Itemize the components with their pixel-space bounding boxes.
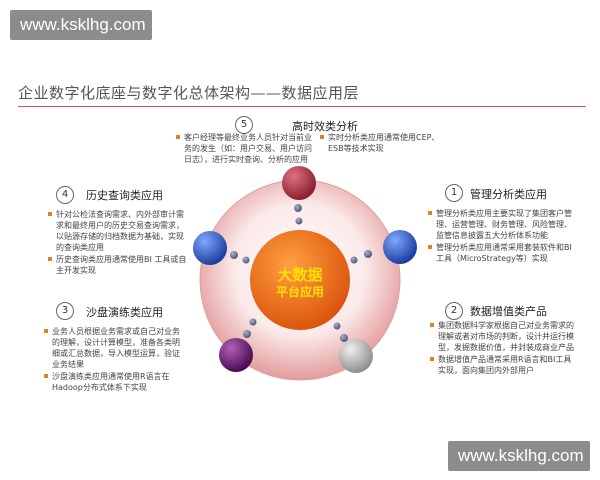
section-title-sandbox: 沙盘演练类应用: [86, 306, 163, 319]
center-label-line1: 大数据: [277, 266, 323, 284]
connector-dot: [295, 217, 303, 225]
sphere-value-added: [339, 339, 373, 373]
connector-dot: [249, 318, 257, 326]
connector-dot: [230, 251, 238, 259]
list-item: 业务人员根据业务需求或自己对业务的理解，设计计算模型，准备各类明细或汇总数据，导…: [44, 326, 186, 370]
sphere-realtime: [282, 166, 316, 200]
page-title: 企业数字化底座与数字化总体架构——数据应用层: [18, 84, 360, 102]
connector-dot: [340, 334, 348, 342]
watermark-top: www.ksklhg.com: [10, 10, 152, 40]
list-item: 管理分析类应用通常采用套装软件和BI工具（MicroStrategy等）实现: [428, 242, 578, 264]
list-item: 管理分析类应用主要实现了集团客户管理、运营管理、财务管理、风险管理、监管信息披露…: [428, 208, 578, 241]
section-number-4: 4: [56, 186, 74, 204]
list-item: 数据增值产品通常采用R语言和BI工具实现，面向集团内外部用户: [430, 354, 578, 376]
connector-dot: [242, 256, 250, 264]
sandbox-bullets: 业务人员根据业务需求或自己对业务的理解，设计计算模型，准备各类明细或汇总数据，导…: [44, 326, 186, 394]
connector-dot: [243, 330, 251, 338]
connector-dot: [333, 322, 341, 330]
list-item: 实时分析类应用通常使用CEP、ESB等技术实现: [320, 132, 440, 154]
section-title-history: 历史查询类应用: [86, 189, 163, 202]
section-title-realtime: 高时效类分析: [292, 120, 358, 133]
connector-dot: [294, 204, 302, 212]
list-item: 集团数据科学家根据自己对业务需求的理解或者对市场的判断，设计并运行模型，发掘数据…: [430, 320, 578, 353]
sphere-sandbox: [219, 338, 253, 372]
list-item: 历史查询类应用通常使用BI 工具或自主开发实现: [48, 254, 188, 276]
title-divider: [18, 106, 586, 107]
list-item: 沙盘演练类应用通常使用R语言在Hadoop分布式体系下实现: [44, 371, 186, 393]
section-number-5: 5: [235, 116, 253, 134]
section-number-2: 2: [445, 302, 463, 320]
realtime-bullets-left: 客户经理等最终业务人员针对当前业务的发生（如：用户交易、用户访问日志），进行实时…: [176, 132, 314, 166]
sphere-management: [383, 230, 417, 264]
sphere-history: [193, 231, 227, 265]
center-label-line2: 平台应用: [275, 285, 324, 299]
center-core: [250, 230, 350, 330]
section-number-3: 3: [56, 302, 74, 320]
connector-dot: [364, 250, 372, 258]
realtime-bullets-right: 实时分析类应用通常使用CEP、ESB等技术实现: [320, 132, 440, 155]
connector-dot: [350, 256, 358, 264]
section-title-value-added: 数据增值类产品: [470, 305, 547, 318]
watermark-bottom: www.ksklhg.com: [448, 441, 590, 471]
list-item: 客户经理等最终业务人员针对当前业务的发生（如：用户交易、用户访问日志），进行实时…: [176, 132, 314, 165]
section-number-1: 1: [445, 184, 463, 202]
history-bullets: 针对公检法查询需求、内外部审计需求和最终用户的历史交易查询需求，以贴源存储的归档…: [48, 209, 188, 277]
management-bullets: 管理分析类应用主要实现了集团客户管理、运营管理、财务管理、风险管理、监管信息披露…: [428, 208, 578, 265]
section-title-management: 管理分析类应用: [470, 188, 547, 201]
list-item: 针对公检法查询需求、内外部审计需求和最终用户的历史交易查询需求，以贴源存储的归档…: [48, 209, 188, 253]
value-added-bullets: 集团数据科学家根据自己对业务需求的理解或者对市场的判断，设计并运行模型，发掘数据…: [430, 320, 578, 377]
